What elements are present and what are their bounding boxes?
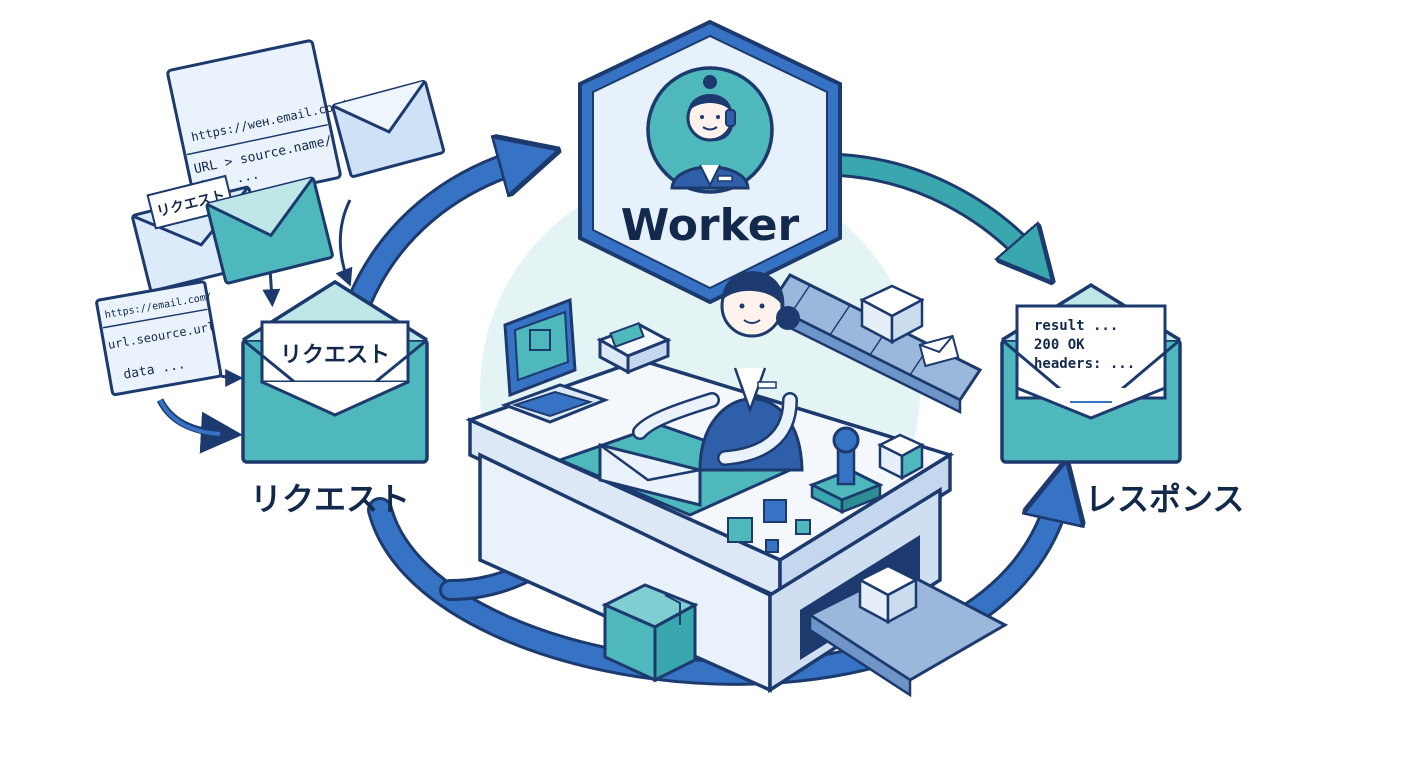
request-card-bottom: https://email.com/ url.seource.url data … bbox=[95, 280, 223, 397]
request-envelope-label: リクエスト bbox=[280, 343, 390, 368]
card-reader bbox=[596, 322, 672, 375]
worker-badge: Worker bbox=[578, 19, 842, 305]
teal-envelope-small bbox=[205, 176, 334, 285]
conveyor-top bbox=[767, 273, 983, 415]
conveyor-bottom bbox=[806, 564, 1009, 698]
monitor bbox=[500, 297, 610, 424]
response-envelope: result ... 200 OK headers: ... bbox=[1000, 282, 1182, 464]
arrow-request-to-worker bbox=[347, 145, 543, 313]
stamp bbox=[808, 426, 884, 515]
blue-envelope-floating bbox=[331, 79, 446, 178]
small-cubes bbox=[727, 499, 811, 553]
teal-box bbox=[601, 583, 699, 683]
thin-arrow-1 bbox=[335, 199, 353, 287]
desk-worker bbox=[632, 271, 804, 472]
desk-cube bbox=[877, 433, 925, 481]
arrow-worker-to-response bbox=[828, 153, 1047, 274]
request-label: リクエスト bbox=[250, 480, 410, 518]
response-line-1: result ... bbox=[1034, 318, 1118, 334]
response-line-3: headers: ... bbox=[1034, 356, 1135, 372]
request-envelope: リクエスト bbox=[241, 279, 429, 464]
response-label: レスポンス bbox=[1085, 480, 1244, 518]
worker-title: Worker bbox=[621, 200, 800, 251]
response-line-2: 200 OK bbox=[1034, 337, 1085, 353]
